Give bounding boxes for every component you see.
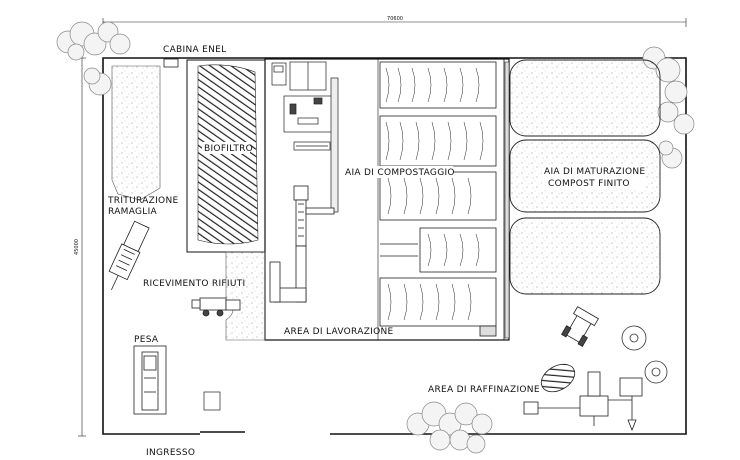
label-pesa: PESA xyxy=(134,335,159,345)
dimension-width-label: 70600 xyxy=(387,16,403,22)
reception-area xyxy=(225,251,266,341)
dimension-height-label: 45000 xyxy=(74,239,80,255)
weighbridge xyxy=(133,345,167,415)
shredder-machine xyxy=(108,220,150,291)
conveyor-line xyxy=(269,185,335,303)
biofiltro: BIOFILTRO xyxy=(186,59,266,253)
dimension-top: 70600 xyxy=(102,16,687,27)
composting-windrows xyxy=(379,61,497,337)
loader-vehicle xyxy=(191,297,241,317)
tree-cluster-bottom xyxy=(406,401,493,454)
green-area-left xyxy=(111,65,161,201)
site-boundary xyxy=(102,57,687,435)
tractor-vehicle xyxy=(561,306,599,347)
label-ricevimento-rifiuti: RICEVIMENTO RIFIUTI xyxy=(143,279,246,289)
label-triturazione: TRITURAZIONE xyxy=(107,196,178,206)
label-compost-finito: COMPOST FINITO xyxy=(548,179,630,189)
label-biofiltro: BIOFILTRO xyxy=(204,144,253,154)
tree-single-right xyxy=(621,325,668,384)
label-cabina-enel: CABINA ENEL xyxy=(163,45,226,55)
label-area-lavorazione: AREA DI LAVORAZIONE xyxy=(284,327,394,337)
shed-offices xyxy=(271,61,339,213)
tree-cluster-top-left xyxy=(56,21,131,96)
small-structure xyxy=(203,391,221,411)
label-aia-compostaggio: AIA DI COMPOSTAGGIO xyxy=(345,168,455,178)
main-shed xyxy=(264,58,510,341)
label-area-raffinazione: AREA DI RAFFINAZIONE xyxy=(428,385,540,395)
dimension-left: 45000 xyxy=(74,57,86,437)
cabina-enel-box xyxy=(163,58,179,68)
label-ramaglia: RAMAGLIA xyxy=(108,207,158,217)
label-aia-maturazione: AIA DI MATURAZIONE xyxy=(544,167,645,177)
label-ingresso: INGRESSO xyxy=(146,448,195,458)
refining-machinery xyxy=(523,363,643,432)
